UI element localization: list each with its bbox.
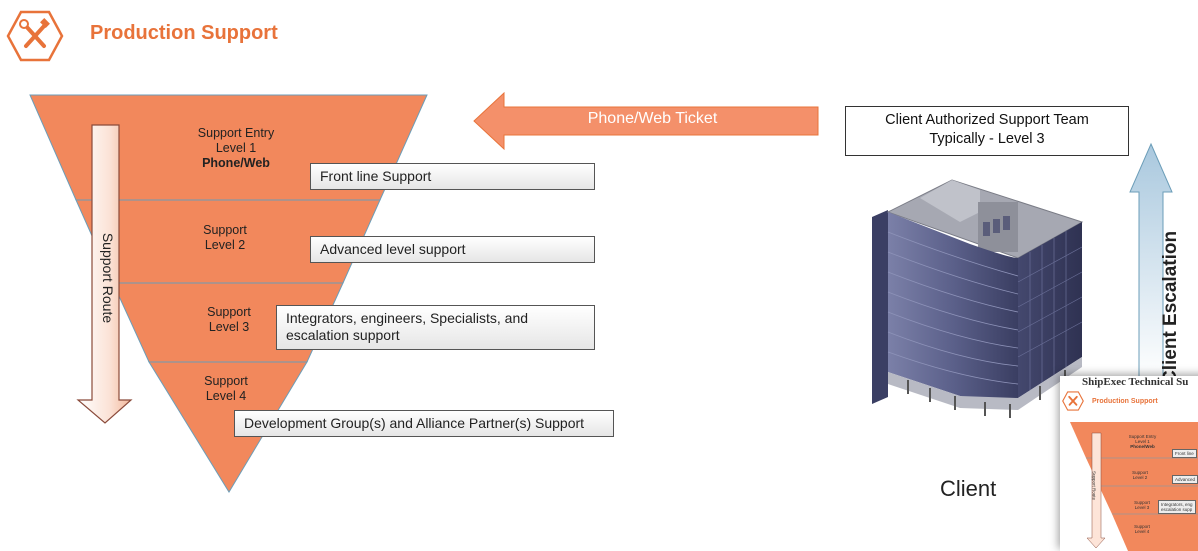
thumbnail-tag-1: Front line	[1172, 449, 1197, 458]
thumbnail-level-1-c: Phone/Web	[1130, 444, 1155, 449]
level-3-tag-line-1: Integrators, engineers, Specialists, and	[286, 310, 529, 326]
thumbnail-level-4: Support Level 4	[1122, 524, 1162, 534]
client-support-team-box: Client Authorized Support Team Typically…	[845, 106, 1129, 156]
level-1-number: Level 1	[215, 141, 257, 155]
level-1-label: Support Entry Level 1 Phone/Web	[176, 126, 296, 171]
support-route-label: Support Route	[100, 232, 116, 324]
thumbnail-title: ShipExec Technical Su	[1082, 376, 1189, 388]
level-4-number: Level 4	[205, 389, 247, 403]
thumbnail-tag-2: Advanced	[1172, 475, 1198, 484]
thumbnail-tools-icon	[1062, 391, 1084, 411]
level-2-tag: Advanced level support	[310, 236, 595, 263]
thumbnail-level-2-a: Support	[1132, 470, 1148, 475]
support-route-arrow	[76, 124, 133, 424]
team-box-line-2: Typically - Level 3	[929, 131, 1045, 147]
level-3-tag-line-2: escalation support	[286, 327, 400, 343]
building-icon	[872, 179, 1084, 418]
escalation-label: Client Escalation	[1160, 230, 1181, 384]
level-3-title: Support	[207, 305, 251, 319]
slide-thumbnail[interactable]: ShipExec Technical Su Production Support…	[1060, 376, 1198, 551]
level-2-label: Support Level 2	[175, 223, 275, 253]
ticket-label: Phone/Web Ticket	[587, 110, 718, 127]
support-route-label-wrap: Support Route	[93, 220, 123, 340]
thumbnail-level-1-a: Support Entry	[1128, 434, 1157, 439]
level-3-tag: Integrators, engineers, Specialists, and…	[276, 305, 595, 350]
thumbnail-level-4-a: Support	[1134, 524, 1150, 529]
ticket-arrow	[473, 92, 819, 151]
thumbnail-subtitle: Production Support	[1092, 398, 1158, 405]
thumbnail-level-4-b: Level 4	[1134, 529, 1150, 534]
tools-icon	[6, 10, 64, 62]
level-4-title: Support	[204, 374, 248, 388]
thumbnail-level-1-b: Level 1	[1135, 439, 1150, 444]
level-1-channel: Phone/Web	[202, 156, 270, 170]
thumbnail-level-2-b: Level 2	[1132, 475, 1148, 480]
level-4-tag: Development Group(s) and Alliance Partne…	[234, 410, 614, 437]
level-3-number: Level 3	[208, 320, 250, 334]
page-title: Production Support	[90, 22, 278, 44]
thumbnail-tag-3-a: Integrators, eng	[1161, 502, 1193, 507]
thumbnail-level-2: Support Level 2	[1120, 470, 1160, 480]
level-2-title: Support	[203, 223, 247, 237]
team-box-line-1: Client Authorized Support Team	[885, 112, 1089, 128]
level-1-tag: Front line Support	[310, 163, 595, 190]
level-4-label: Support Level 4	[176, 374, 276, 404]
thumbnail-route-label: Support Route	[1091, 470, 1097, 501]
thumbnail-level-3: Support Level 3	[1122, 500, 1162, 510]
thumbnail-tag-3: Integrators, eng escalation supp	[1158, 500, 1196, 514]
thumbnail-level-1: Support Entry Level 1 Phone/Web	[1120, 434, 1165, 449]
thumbnail-level-3-b: Level 3	[1134, 505, 1150, 510]
level-3-label: Support Level 3	[179, 305, 279, 335]
thumbnail-tag-3-b: escalation supp	[1161, 507, 1193, 512]
level-1-title: Support Entry	[197, 126, 275, 140]
level-2-number: Level 2	[204, 238, 246, 252]
thumbnail-level-3-a: Support	[1134, 500, 1150, 505]
thumbnail-route-wrap: Support Route	[1084, 471, 1108, 501]
client-label: Client	[940, 476, 997, 501]
